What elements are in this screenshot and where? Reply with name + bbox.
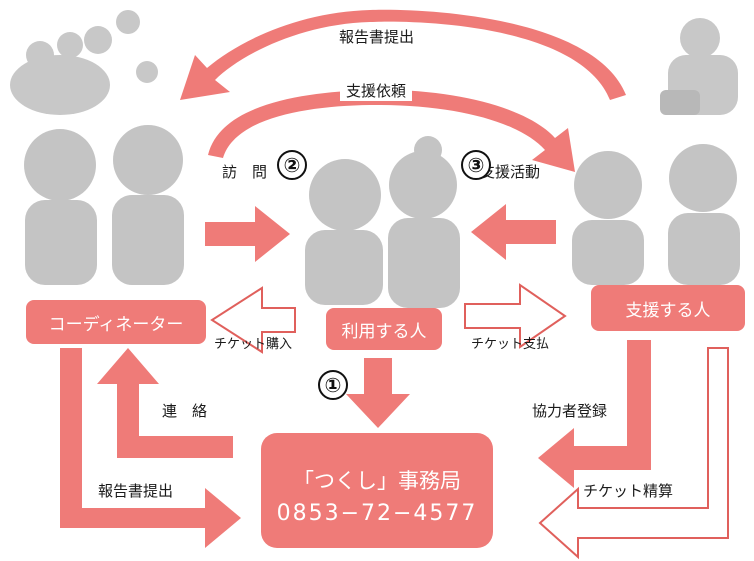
visit-label: 訪 問 <box>222 163 268 181</box>
supporter-box: 支援する人 <box>591 285 745 331</box>
cooperator-registration-arrow <box>538 340 651 488</box>
ticket-settlement-arrow <box>538 347 729 560</box>
ticket-purchase-arrow <box>210 286 296 354</box>
report-bottom-arrow <box>60 348 241 548</box>
contact-label: 連 絡 <box>162 402 208 420</box>
support-activity-label: 支援活動 <box>480 163 541 181</box>
report-top-label: 報告書提出 <box>333 28 421 47</box>
report-top-arrow <box>180 9 626 100</box>
ticket-settlement-label: チケット精算 <box>583 482 674 500</box>
office-box: 「つくし」事務局 0853−72−4577 <box>261 433 493 548</box>
user-box: 利用する人 <box>326 308 442 350</box>
visit-arrow <box>205 206 290 262</box>
elderly-illustration <box>305 136 460 308</box>
supporters-illustration <box>572 144 740 285</box>
ticket-payment-arrow <box>464 283 567 349</box>
support-request-label: 支援依頼 <box>340 82 413 101</box>
cooperator-registration-label: 協力者登録 <box>532 402 608 420</box>
helper-illustration <box>660 18 738 115</box>
office-phone: 0853−72−4577 <box>276 501 478 526</box>
support-request-arrow <box>208 89 575 172</box>
step-one-badge: ① <box>318 370 348 400</box>
step-three-badge: ③ <box>461 150 491 180</box>
contact-arrow <box>97 348 233 458</box>
office-name: 「つくし」事務局 <box>293 469 461 493</box>
report-bottom-label: 報告書提出 <box>98 482 174 500</box>
support-activity-arrow <box>471 204 556 260</box>
family-illustration <box>10 10 158 115</box>
user-to-office-arrow <box>346 358 410 428</box>
coordinator-box: コーディネーター <box>26 300 206 344</box>
ticket-payment-label: チケット支払 <box>471 337 550 352</box>
ticket-purchase-label: チケット購入 <box>214 337 293 352</box>
coordinators-illustration <box>24 125 184 285</box>
step-two-badge: ② <box>277 150 307 180</box>
